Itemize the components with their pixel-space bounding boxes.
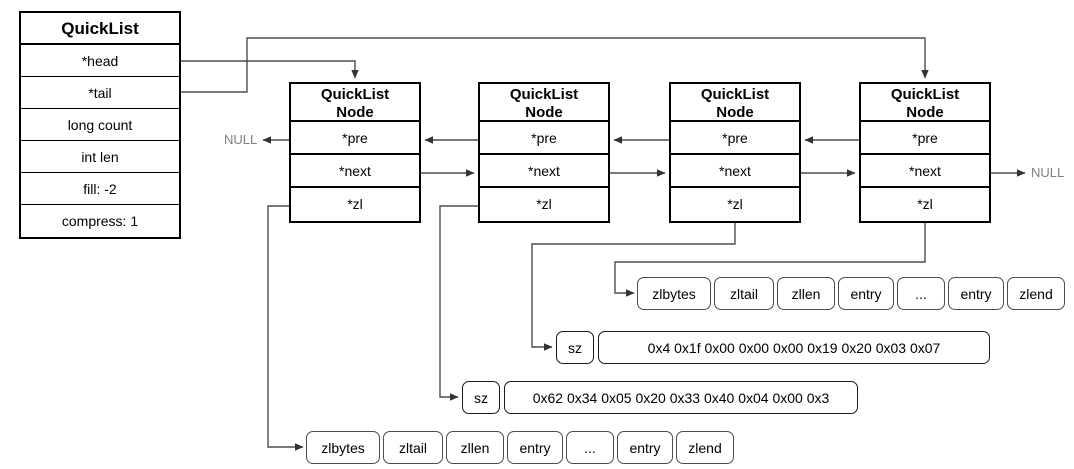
quicklist-node-4-zl: *zl xyxy=(917,196,933,212)
ziplist-bottom-cell-ellipsis: ... xyxy=(566,431,614,464)
ziplist-top-cell-entry-1: entry xyxy=(838,277,894,310)
quicklist-node-1-zl: *zl xyxy=(347,196,363,212)
ziplist-bottom-cell-zllen: zllen xyxy=(446,431,504,464)
quicklist-node-3-title: QuickList Node xyxy=(671,84,799,122)
ziplist-top-cell-zlbytes: zlbytes xyxy=(637,277,711,310)
ziplist-bottom: zlbytes zltail zllen entry ... entry zle… xyxy=(306,431,734,464)
null-label-right: NULL xyxy=(1031,165,1065,180)
ziplist-bottom-cell-zlend: zlend xyxy=(676,431,734,464)
node-title-line2: Node xyxy=(525,104,563,121)
quicklist-node-2-zl: *zl xyxy=(536,196,552,212)
quicklist-node-2: QuickList Node *pre *next *zl xyxy=(478,82,610,223)
ziplist-bottom-cell-entry-1: entry xyxy=(507,431,563,464)
ziplist-top-cell-entry-2: entry xyxy=(948,277,1004,310)
quicklist-struct: QuickList *head *tail long count int len… xyxy=(19,11,181,239)
quicklist-field-head: *head xyxy=(21,45,179,77)
quicklist-node-3-pre: *pre xyxy=(671,122,799,155)
sz-label-upper: sz xyxy=(556,331,594,364)
node-title-line1: QuickList xyxy=(700,86,770,103)
quicklist-node-1: QuickList Node *pre *next *zl xyxy=(289,82,421,223)
quicklist-node-1-next: *next xyxy=(291,155,419,188)
null-label-left: NULL xyxy=(224,132,258,147)
node-title-line2: Node xyxy=(336,104,374,121)
node-title-line1: QuickList xyxy=(320,86,390,103)
wire-node1-zl-ziplist-bottom xyxy=(267,205,304,451)
quicklist-field-count: long count xyxy=(21,109,179,141)
sz-label-lower: sz xyxy=(462,381,500,414)
sz-bytes-upper: 0x4 0x1f 0x00 0x00 0x00 0x19 0x20 0x03 0… xyxy=(598,331,990,364)
quicklist-field-compress: compress: 1 xyxy=(61,213,139,229)
ziplist-bottom-cell-entry-2: entry xyxy=(617,431,673,464)
quicklist-node-4: QuickList Node *pre *next *zl xyxy=(859,82,991,223)
quicklist-field-len: int len xyxy=(21,141,179,173)
node-title-line1: QuickList xyxy=(509,86,579,103)
ziplist-top-cell-zlend: zlend xyxy=(1007,277,1065,310)
quicklist-field-tail: *tail xyxy=(21,77,179,109)
wire-head-to-node1 xyxy=(181,60,359,79)
sz-row-upper: sz 0x4 0x1f 0x00 0x00 0x00 0x19 0x20 0x0… xyxy=(556,331,990,364)
sz-row-lower: sz 0x62 0x34 0x05 0x20 0x33 0x40 0x04 0x… xyxy=(462,381,858,414)
quicklist-node-3-next: *next xyxy=(671,155,799,188)
quicklist-node-2-next: *next xyxy=(480,155,608,188)
ziplist-top-cell-zltail: zltail xyxy=(714,277,774,310)
ziplist-bottom-cell-zlbytes: zlbytes xyxy=(306,431,380,464)
quicklist-node-2-title: QuickList Node xyxy=(480,84,608,122)
quicklist-title: QuickList xyxy=(21,13,179,45)
quicklist-node-1-pre: *pre xyxy=(291,122,419,155)
ziplist-top: zlbytes zltail zllen entry ... entry zle… xyxy=(637,277,1065,310)
ziplist-bottom-cell-zltail: zltail xyxy=(383,431,443,464)
quicklist-node-4-pre: *pre xyxy=(861,122,989,155)
quicklist-field-fill: fill: -2 xyxy=(21,173,179,205)
ziplist-top-cell-zllen: zllen xyxy=(777,277,835,310)
quicklist-node-4-next: *next xyxy=(861,155,989,188)
quicklist-node-3-zl: *zl xyxy=(727,196,743,212)
wire-node2-zl-sz-lower xyxy=(439,205,478,401)
quicklist-node-1-title: QuickList Node xyxy=(291,84,419,122)
sz-bytes-lower: 0x62 0x34 0x05 0x20 0x33 0x40 0x04 0x00 … xyxy=(504,381,858,414)
quicklist-node-4-title: QuickList Node xyxy=(861,84,989,122)
quicklist-node-3: QuickList Node *pre *next *zl xyxy=(669,82,801,223)
ziplist-top-cell-ellipsis: ... xyxy=(897,277,945,310)
quicklist-node-2-pre: *pre xyxy=(480,122,608,155)
node-title-line2: Node xyxy=(716,104,754,121)
node-title-line2: Node xyxy=(906,104,944,121)
node-title-line1: QuickList xyxy=(890,86,960,103)
